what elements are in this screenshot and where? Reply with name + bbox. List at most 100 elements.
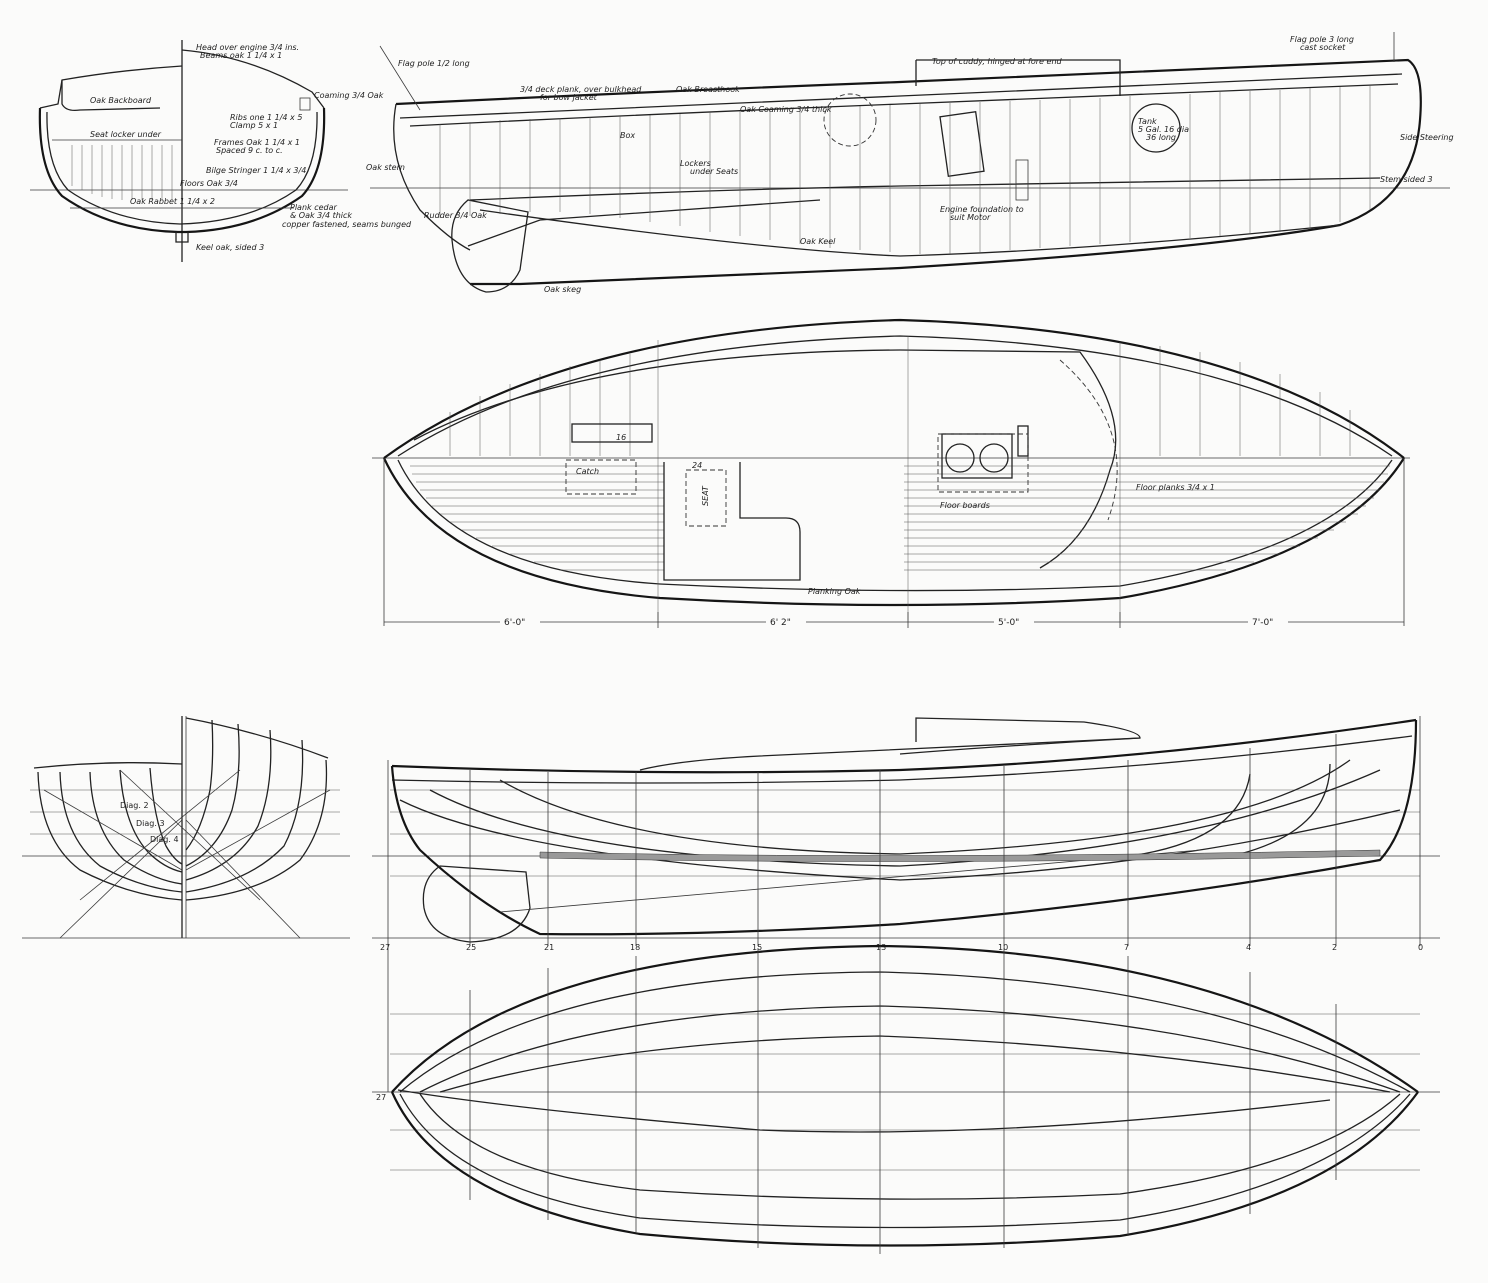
lines-sheer — [391, 718, 1417, 774]
profile-engine-box — [939, 111, 985, 177]
station-label-1: 27 — [380, 943, 390, 952]
label-floor-boards: Floor boards — [940, 501, 990, 510]
dimension-2: 6' 2" — [770, 618, 791, 628]
station-label-10: 2 — [1332, 943, 1337, 952]
section-deck-line — [39, 49, 325, 109]
body-diagonal-1 — [43, 789, 183, 871]
plan-cuddy-outline — [413, 349, 1117, 569]
plan-inner-upper — [397, 335, 1393, 457]
profile-shaft-log — [467, 199, 821, 247]
station-label-6: 13 — [876, 943, 886, 952]
profile-sheer-and-keel — [395, 58, 1422, 286]
body-station-aft-1 — [37, 771, 183, 901]
plan-tank-left — [945, 443, 975, 473]
label-diag-3: Diag. 4 — [150, 835, 179, 844]
label-fastening: copper fastened, seams bunged — [282, 220, 412, 229]
label-keel-sided: Keel oak, sided 3 — [196, 243, 264, 252]
label-tank-size: 5 Gal. 16 dia — [1138, 125, 1189, 134]
lines-profile: 27 25 21 18 15 13 10 7 4 2 0 — [372, 716, 1440, 952]
label-beam: Beams oak 1 1/4 x 1 — [200, 51, 282, 60]
profile-stringer — [469, 177, 1381, 201]
station-label-11: 0 — [1418, 943, 1423, 952]
label-backboard: Oak Backboard — [90, 96, 152, 105]
lines-cuddy — [899, 717, 1141, 755]
section-ceiling-slats — [71, 145, 173, 200]
label-deck-plank-2: for bow jacket — [540, 93, 598, 102]
label-catch: Catch — [576, 467, 599, 476]
dimension-4: 7'-0" — [1252, 618, 1273, 628]
plan-seat-outline — [663, 462, 801, 581]
station-label-5: 15 — [752, 943, 762, 952]
profile-frames — [439, 86, 1371, 254]
label-flag-pole: Flag pole 1/2 long — [398, 59, 470, 68]
label-lockers-2: under Seats — [690, 167, 738, 176]
station-label-7: 10 — [998, 943, 1008, 952]
profile-engine-mount — [1015, 159, 1029, 201]
dimension-3: 5'-0" — [998, 618, 1019, 628]
profile-stern-outline — [393, 103, 471, 251]
body-sheer-fwd — [185, 717, 329, 759]
station-label-4: 18 — [630, 943, 640, 952]
body-station-fwd-1 — [185, 759, 328, 901]
plan-inner-lower — [397, 459, 1393, 592]
label-lockers: Lockers — [680, 159, 711, 168]
section-hull-outer — [38, 107, 326, 234]
label-ribs: Ribs one 1 1/4 x 5 — [230, 113, 302, 122]
lines-stations — [387, 716, 1421, 946]
arrangement-plan: Catch 16 24 SEAT Floor boards Floor plan… — [372, 318, 1410, 628]
label-diag-1: Diag. 2 — [120, 801, 149, 810]
hb-stations — [387, 946, 1337, 1254]
section-hull-inner — [46, 111, 318, 225]
section-backboard — [61, 80, 161, 112]
label-flag-pole-bow-2: cast socket — [1300, 43, 1346, 52]
dimension-1: 6'-0" — [504, 618, 525, 628]
construction-profile: Flag pole 1/2 long 3/4 deck plank, over … — [366, 32, 1454, 294]
label-rudder: Rudder 3/4 Oak — [424, 211, 487, 220]
label-top-of-cuddy: Top of cuddy, hinged at fore end — [932, 57, 1063, 66]
label-engine-foundation: Engine foundation to — [940, 205, 1024, 214]
plan-frames — [449, 336, 1351, 620]
label-tank-cap: 36 long — [1146, 133, 1176, 142]
body-plan: Diag. 2 Diag. 3 Diag. 4 — [22, 716, 350, 939]
label-head-over-engine: Head over engine 3/4 ins. — [196, 43, 299, 52]
label-frames: Frames Oak 1 1/4 x 1 — [214, 138, 300, 147]
label-tank: Tank — [1138, 117, 1157, 126]
label-planking: Planking Oak — [808, 587, 861, 596]
plan-seat-hatch — [685, 469, 727, 527]
profile-rudder — [451, 199, 529, 293]
plan-tanks-box — [941, 433, 1013, 479]
label-deck-plank: 3/4 deck plank, over bulkhead — [520, 85, 642, 94]
label-engine-motor: suit Motor — [950, 213, 991, 222]
lines-keel-band — [539, 849, 1381, 862]
label-seat: Seat locker under — [90, 130, 162, 139]
plan-tank-right — [979, 443, 1009, 473]
tank-circle — [1131, 103, 1181, 153]
half-breadth-plan: 27 — [372, 944, 1440, 1254]
label-oak-rabbet: Oak Rabbet 1 1/4 x 2 — [130, 197, 215, 206]
section-keel — [175, 232, 189, 243]
section-coaming-block — [299, 97, 311, 111]
label-flag-pole-bow: Flag pole 3 long — [1290, 35, 1354, 44]
station-label-3: 21 — [544, 943, 554, 952]
profile-clamp — [409, 83, 1399, 127]
label-side-steering: Side Steering — [1400, 133, 1454, 142]
profile-flagpole — [379, 45, 421, 111]
body-sheer-aft — [33, 762, 183, 769]
label-oak-skeg: Oak skeg — [544, 285, 581, 294]
label-plank: Plank cedar — [290, 203, 337, 212]
label-shelf-width: 16 — [616, 433, 626, 442]
label-stem-sided: Stem sided 3 — [1380, 175, 1433, 184]
label-floor-planks: Floor planks 3/4 x 1 — [1136, 483, 1215, 492]
label-oak-keel: Oak Keel — [800, 237, 836, 246]
label-floors: Floors Oak 3/4 — [180, 179, 238, 188]
plan-shelf — [571, 423, 653, 443]
lines-rudder — [422, 865, 531, 943]
label-oak-coaming: Oak Coaming 3/4 thick — [740, 105, 832, 114]
station-label-8: 7 — [1124, 943, 1129, 952]
plan-filler — [1017, 425, 1029, 457]
label-diag-2: Diag. 3 — [136, 819, 165, 828]
body-diagonal-2 — [59, 819, 183, 939]
plan-locker — [565, 459, 637, 495]
